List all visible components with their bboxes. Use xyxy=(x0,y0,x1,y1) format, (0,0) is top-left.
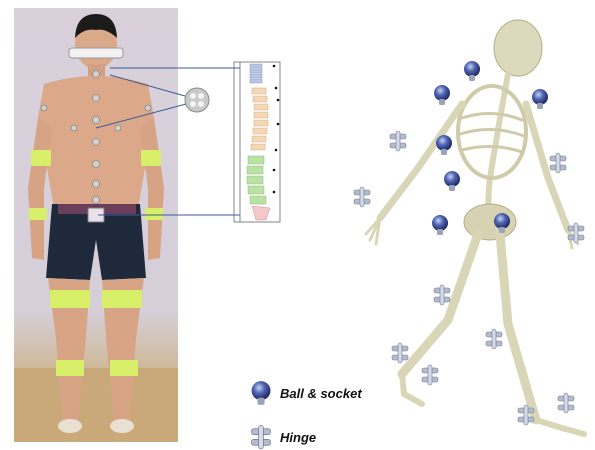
hinge-joint-icon xyxy=(352,186,372,208)
hinge-joint-icon xyxy=(484,328,504,350)
hinge-joint-icon xyxy=(516,404,536,426)
ball-socket-joint-icon xyxy=(492,212,512,234)
marker-dot xyxy=(198,101,204,107)
left-hand xyxy=(366,218,380,244)
left-arm-bones xyxy=(380,104,462,218)
ball-socket-joint-icon xyxy=(432,84,452,106)
ribs xyxy=(460,113,524,152)
ball-socket-joint-icon xyxy=(434,134,454,156)
ball-socket-joint-icon xyxy=(248,380,274,406)
front-leg-bones xyxy=(500,234,536,420)
hinge-joint-icon xyxy=(556,392,576,414)
marker-cluster-icon xyxy=(185,88,209,112)
lumbar-vertebrae xyxy=(247,156,266,204)
hinge-joint-icon xyxy=(388,130,408,152)
hinge-joint-icon xyxy=(248,424,274,450)
legend-hinge: Hinge xyxy=(248,424,316,450)
hinge-joint-icon xyxy=(420,364,440,386)
hinge-joint-icon xyxy=(548,152,568,174)
sacrum xyxy=(252,206,270,220)
legend-hinge-label: Hinge xyxy=(280,430,316,445)
spine-bracket xyxy=(234,62,240,222)
connector-line xyxy=(110,75,185,96)
hinge-joint-icon xyxy=(432,284,452,306)
hinge-joint-icon xyxy=(390,342,410,364)
spine-marker-dots xyxy=(273,65,280,194)
ball-socket-joint-icon xyxy=(430,214,450,236)
ball-socket-joint-icon xyxy=(530,88,550,110)
front-foot xyxy=(536,420,584,434)
ball-socket-joint-icon xyxy=(462,60,482,82)
marker-dot xyxy=(190,101,196,107)
skull xyxy=(494,20,542,76)
legend-ball-socket-label: Ball & socket xyxy=(280,386,362,401)
thoracic-vertebrae xyxy=(251,88,268,150)
spine-diagram xyxy=(230,58,286,228)
marker-dot xyxy=(190,93,196,99)
back-foot xyxy=(402,374,422,404)
legend-ball-socket: Ball & socket xyxy=(248,380,362,406)
ball-socket-joint-icon xyxy=(442,170,462,192)
hinge-joint-icon xyxy=(566,222,586,244)
marker-dot xyxy=(198,93,204,99)
connector-line xyxy=(96,104,186,128)
cervical-vertebrae xyxy=(250,64,262,83)
